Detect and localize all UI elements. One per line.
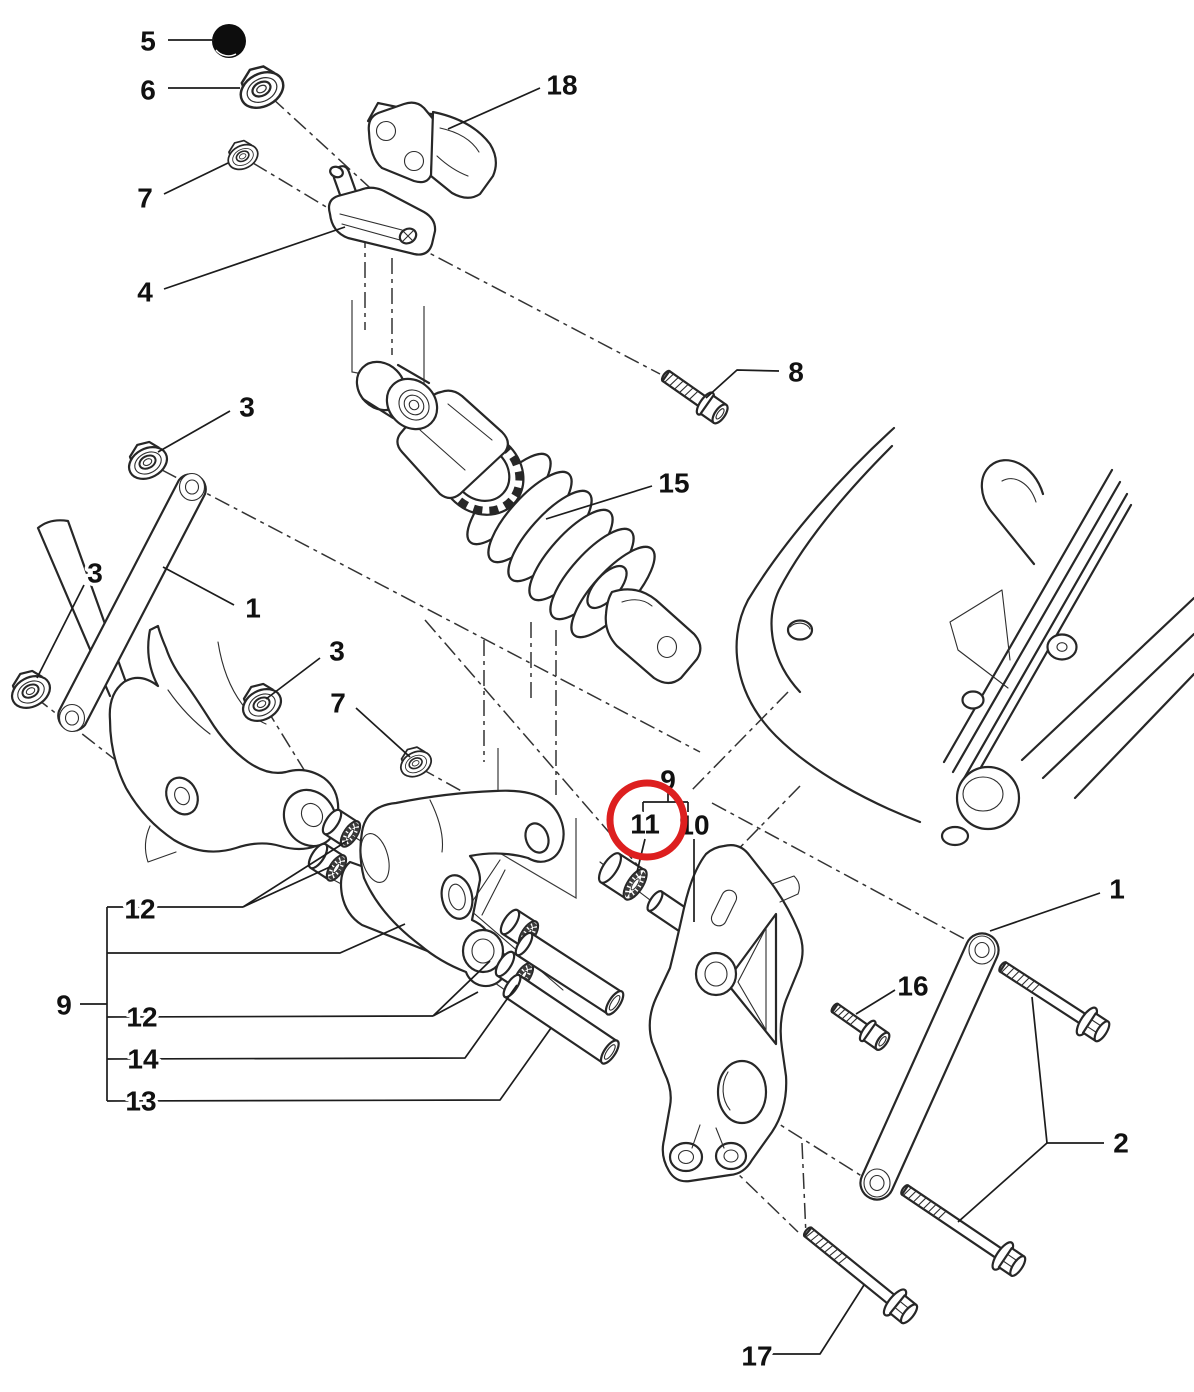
part-swingarm <box>735 426 1194 847</box>
leader-line <box>242 840 348 908</box>
part-label-2: 2 <box>1113 1128 1129 1159</box>
part-label-4: 4 <box>137 277 153 308</box>
part-label-14: 14 <box>127 1044 159 1075</box>
part-bolt-16 <box>830 1002 891 1051</box>
part-label-8: 8 <box>788 357 804 388</box>
leader-line <box>36 584 85 679</box>
leader-line <box>855 989 896 1015</box>
part-label-13: 13 <box>125 1086 156 1117</box>
part-label-1: 1 <box>1109 874 1125 905</box>
highlight-circle-part-11 <box>606 779 688 861</box>
leader-line <box>162 566 235 606</box>
part-shock-mount-clamp <box>327 165 437 256</box>
part-label-3: 3 <box>239 392 255 423</box>
swingarm-pivot-boss <box>955 765 1021 831</box>
part-spacer-tube-13 <box>502 973 620 1065</box>
part-label-18: 18 <box>546 70 577 101</box>
part-label-5: 5 <box>140 26 156 57</box>
part-shock-absorber <box>355 360 702 685</box>
leader-line <box>355 707 411 758</box>
part-flange-nut-3-middle <box>233 675 288 729</box>
leader-line <box>447 87 541 130</box>
leader-line <box>163 226 346 290</box>
part-label-15: 15 <box>658 468 689 499</box>
part-flange-nut-7-upper <box>220 134 263 176</box>
part-bolt-2-lower <box>900 1184 1027 1278</box>
part-label-3: 3 <box>329 636 345 667</box>
part-rubber-cap-5 <box>212 24 246 58</box>
part-label-1: 1 <box>245 593 261 624</box>
leader-line <box>242 865 333 908</box>
leader-line <box>957 1142 1048 1223</box>
leader-line <box>432 991 479 1017</box>
part-label-12: 12 <box>126 1002 157 1033</box>
part-linkage-rocker <box>359 789 565 988</box>
leader-line <box>989 892 1101 932</box>
part-flange-nut-3-upper <box>119 433 174 487</box>
part-label-16: 16 <box>897 971 928 1002</box>
leader-line <box>772 1284 865 1355</box>
part-label-3: 3 <box>87 558 103 589</box>
part-label-11: 11 <box>630 809 660 840</box>
part-label-7: 7 <box>137 183 153 214</box>
part-bolt-2-upper <box>998 961 1111 1043</box>
leader-line <box>545 485 653 520</box>
leader-line <box>265 657 321 700</box>
part-label-7: 7 <box>330 688 346 719</box>
part-link-plate-right <box>859 932 1000 1201</box>
leader-line <box>106 1015 434 1018</box>
leader-line <box>106 1027 552 1102</box>
leader-line <box>432 960 491 1017</box>
part-label-9: 9 <box>56 990 72 1021</box>
leader-line <box>107 923 406 954</box>
highlight-layer <box>606 779 688 861</box>
part-link-plate-left <box>57 472 207 733</box>
leader-line <box>705 369 780 399</box>
part-spacer-tube-14 <box>514 931 625 1016</box>
part-label-12: 12 <box>124 894 155 925</box>
leader-line <box>106 984 518 1060</box>
leader-line <box>163 162 229 195</box>
part-bushing-11 <box>597 852 648 901</box>
leader-line <box>157 410 231 453</box>
assembly-axis-lines <box>34 97 986 1237</box>
part-bolt-17 <box>802 1226 919 1325</box>
part-mount-bracket <box>648 844 804 1183</box>
part-guard-bracket-18 <box>366 101 497 199</box>
part-label-17: 17 <box>741 1341 772 1372</box>
part-label-6: 6 <box>140 75 156 106</box>
part-socket-bolt-8 <box>660 369 729 425</box>
